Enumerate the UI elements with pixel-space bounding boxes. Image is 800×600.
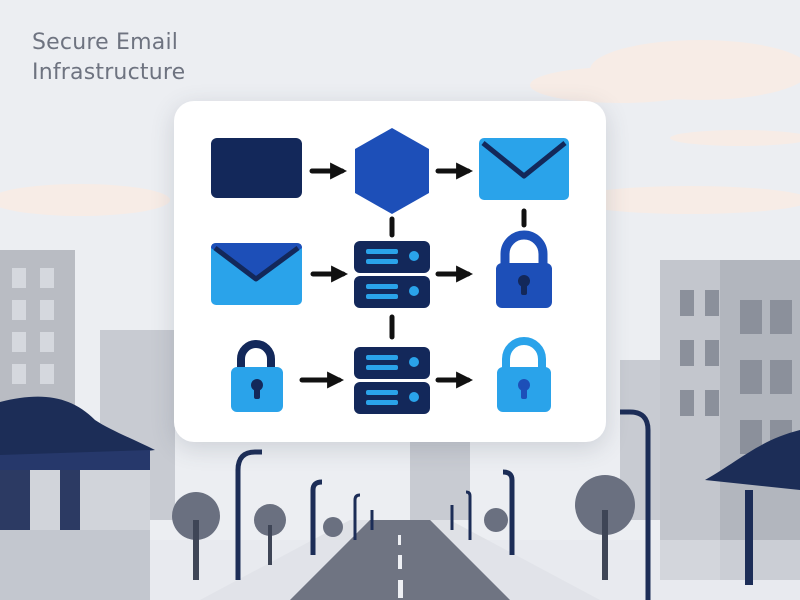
hanok-roof-right xyxy=(705,430,800,585)
padlock-icon xyxy=(231,340,283,412)
clouds xyxy=(0,40,800,216)
rectangle-block-icon xyxy=(211,138,302,198)
right-buildings xyxy=(660,260,800,580)
padlock-icon xyxy=(497,337,551,412)
hexagon-icon xyxy=(355,128,429,214)
page-title: Secure Email Infrastructure xyxy=(32,28,185,88)
connectors xyxy=(299,162,527,389)
diagram-card xyxy=(174,101,606,442)
page-title-line1: Secure Email xyxy=(32,30,179,55)
infrastructure-diagram xyxy=(211,128,569,414)
envelope-icon xyxy=(479,138,569,200)
trees xyxy=(172,475,635,580)
hanok-roof-left xyxy=(0,396,155,600)
page-title-line2: Infrastructure xyxy=(32,60,186,85)
server-icon xyxy=(354,241,430,308)
street-lamps xyxy=(235,409,651,600)
envelope-icon xyxy=(211,243,302,305)
padlock-icon xyxy=(496,230,552,308)
server-icon xyxy=(354,347,430,414)
